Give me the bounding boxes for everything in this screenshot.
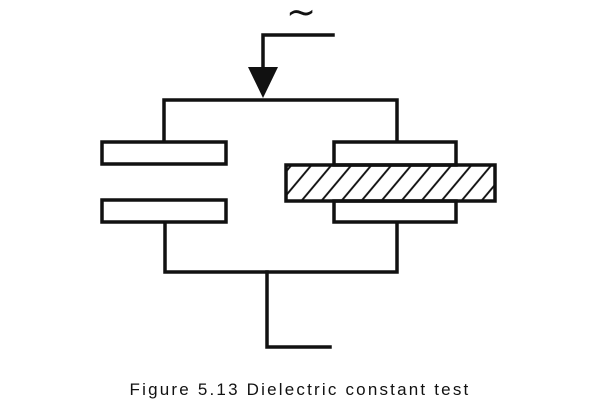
figure-caption: Figure 5.13 Dielectric constant test: [129, 380, 471, 399]
output-wire: [265, 270, 332, 349]
right-capacitor-bottom-plate: [332, 199, 458, 224]
left-capacitor-bottom-plate: [100, 198, 228, 224]
bottom-bus: [163, 220, 399, 274]
arrow-head-icon: [248, 67, 278, 98]
dielectric-sample: [284, 163, 497, 203]
left-capacitor-top-plate: [100, 140, 228, 166]
right-capacitor-top-plate: [332, 140, 458, 167]
top-bus: [162, 98, 399, 144]
input-wire: [261, 33, 335, 72]
ac-source-symbol: ~: [286, 0, 317, 33]
